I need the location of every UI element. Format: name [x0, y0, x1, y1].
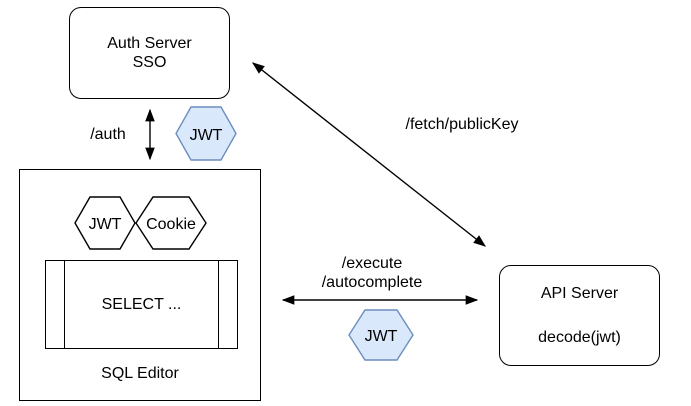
- jwt-badge-api-hexagon: [348, 309, 414, 361]
- autocomplete-endpoint: /autocomplete: [321, 274, 423, 291]
- jwt-badge-auth-label: JWT: [190, 127, 223, 144]
- process-bar-left: [64, 261, 66, 348]
- auth-server-title: Auth Server: [107, 35, 192, 52]
- fetch-publickey-edge-label: /fetch/publicKey: [405, 116, 519, 133]
- sql-editor-label: SQL Editor: [101, 365, 179, 382]
- execute-edge-label: /execute /autocomplete: [302, 254, 442, 292]
- process-bar-right: [217, 261, 219, 348]
- fetch-publickey-edge-arrow: [252, 62, 486, 247]
- sql-query-text: SELECT ...: [101, 295, 182, 313]
- sql-query-process: SELECT ...: [45, 260, 238, 349]
- auth-server-subtitle: SSO: [132, 54, 167, 71]
- jwt-badge-api-label: JWT: [365, 328, 398, 345]
- api-server-node: API Server decode(jwt): [499, 265, 660, 366]
- api-server-title: API Server: [540, 285, 619, 302]
- execute-endpoint: /execute: [341, 255, 403, 272]
- auth-edge-label: /auth: [90, 126, 126, 143]
- api-server-subtitle: decode(jwt): [538, 329, 621, 346]
- jwt-badge-auth-hexagon: [175, 106, 237, 161]
- auth-server-node: Auth Server SSO: [69, 7, 230, 99]
